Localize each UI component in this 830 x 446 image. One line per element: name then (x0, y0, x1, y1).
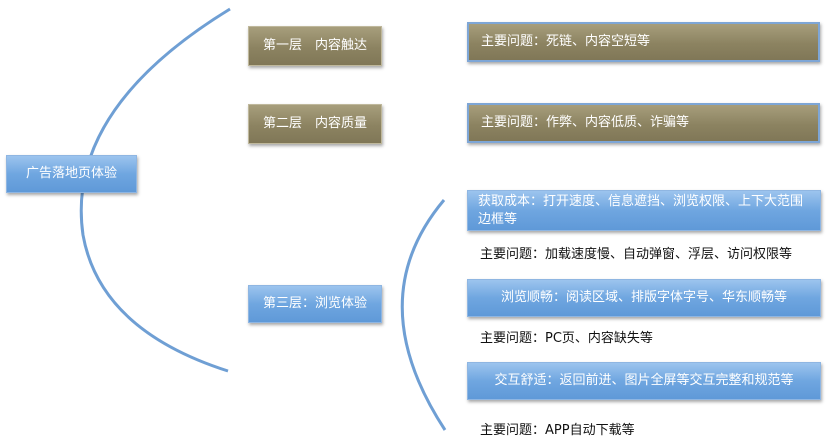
smooth-issue: 主要问题：PC页、内容缺失等 (480, 331, 653, 346)
inner-bracket (400, 199, 447, 431)
layer-3-label: 第三层：浏览体验 (262, 296, 367, 311)
layer-2-node: 第二层 内容质量 (248, 104, 382, 144)
layer-1-node: 第一层 内容触达 (248, 26, 382, 66)
cost-label: 获取成本：打开速度、信息遮挡、浏览权限、上下大范围边框等 (478, 193, 804, 227)
layer-1-issue-text: 主要问题：死链、内容空短等 (481, 34, 651, 49)
layer-1-label: 第一层 内容触达 (262, 38, 367, 53)
layer-1-issue: 主要问题：死链、内容空短等 (467, 22, 820, 62)
layer-2-issue-text: 主要问题：作弊、内容低质、诈骗等 (481, 115, 690, 130)
layer-3-node: 第三层：浏览体验 (248, 285, 382, 323)
smooth-label: 浏览顺畅：阅读区域、排版字体字号、华东顺畅等 (500, 290, 787, 305)
interact-issue: 主要问题：APP自动下载等 (480, 423, 635, 438)
root-node: 广告落地页体验 (6, 155, 137, 193)
layer-2-issue: 主要问题：作弊、内容低质、诈骗等 (467, 103, 820, 143)
cost-node: 获取成本：打开速度、信息遮挡、浏览权限、上下大范围边框等 (467, 190, 821, 231)
interact-label: 交互舒适：返回前进、图片全屏等交互完整和规范等 (494, 373, 794, 388)
interact-node: 交互舒适：返回前进、图片全屏等交互完整和规范等 (467, 362, 821, 400)
outer-bracket (79, 7, 231, 373)
smooth-node: 浏览顺畅：阅读区域、排版字体字号、华东顺畅等 (467, 279, 821, 317)
root-label: 广告落地页体验 (25, 166, 117, 181)
cost-issue: 主要问题：加载速度慢、自动弹窗、浮层、访问权限等 (480, 247, 793, 262)
layer-2-label: 第二层 内容质量 (262, 116, 367, 131)
